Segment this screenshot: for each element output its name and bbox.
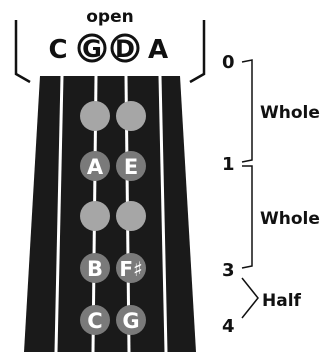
empty-dot xyxy=(80,201,110,231)
circle-d xyxy=(110,33,140,63)
position-3: 3 xyxy=(222,260,235,281)
fingerboard xyxy=(24,76,196,352)
note-label-g: G xyxy=(122,309,139,333)
note-dot xyxy=(80,151,110,181)
position-4: 4 xyxy=(222,316,235,337)
empty-dot xyxy=(116,201,146,231)
interval-whole-2: Whole xyxy=(260,209,320,229)
open-string-d: D xyxy=(115,35,135,63)
note-label-f-sharp: F♯ xyxy=(119,257,142,281)
note-dot xyxy=(116,305,146,335)
position-numbers: 0 1 3 4 xyxy=(222,52,235,337)
note-label-b: B xyxy=(87,257,103,281)
interval-half: Half xyxy=(262,291,302,311)
open-string-g: G xyxy=(82,35,102,63)
open-label: open xyxy=(86,7,133,27)
open-string-c: C xyxy=(48,35,67,65)
bracket-half xyxy=(241,277,259,319)
open-strings-bracket xyxy=(14,20,206,84)
position-0: 0 xyxy=(222,52,235,73)
circle-g xyxy=(77,33,107,63)
string-a xyxy=(158,75,168,352)
note-dot xyxy=(80,253,110,283)
note-label-a: A xyxy=(87,155,104,179)
note-dot xyxy=(116,151,146,181)
open-string-names: C G D A xyxy=(48,33,168,65)
bracket-whole-2 xyxy=(241,165,253,269)
note-label-e: E xyxy=(124,155,138,179)
note-dot xyxy=(80,305,110,335)
empty-dot xyxy=(116,101,146,131)
interval-whole-1: Whole xyxy=(260,103,320,123)
finger-dots: A E B F♯ C G xyxy=(80,101,146,335)
interval-brackets xyxy=(241,59,259,319)
empty-dot xyxy=(80,101,110,131)
string-c xyxy=(54,75,64,352)
note-label-c: C xyxy=(87,309,102,333)
bracket-whole-1 xyxy=(241,59,253,163)
note-dot xyxy=(116,253,146,283)
interval-labels: Whole Whole Half xyxy=(260,103,320,311)
position-1: 1 xyxy=(222,154,235,175)
open-string-a: A xyxy=(148,35,168,65)
